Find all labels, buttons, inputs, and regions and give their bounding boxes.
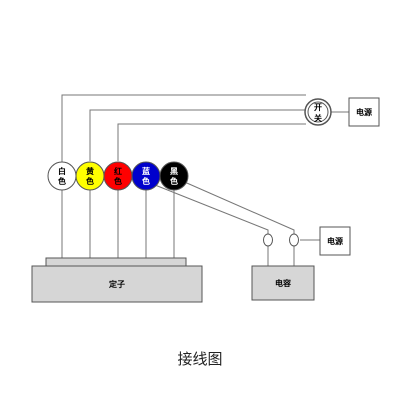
wire-label-red-2: 色 <box>114 176 122 186</box>
wire-lines <box>61 94 349 266</box>
wire-circle-black: 黑色 <box>159 161 189 191</box>
wire-label-white-2: 色 <box>58 176 66 186</box>
capacitor-label: 电容 <box>275 278 291 288</box>
power-box-bottom: 电源 <box>319 226 351 256</box>
wire-circle-white: 白色 <box>47 161 77 191</box>
stator-body <box>31 265 203 303</box>
capacitor-box: 电容 <box>251 265 315 301</box>
switch-label-1: 开 <box>314 103 322 112</box>
stator-top-plate <box>45 257 187 267</box>
wire-yellow-to-switch <box>89 109 306 161</box>
wire-circle-shape-black <box>159 161 189 191</box>
wire-red-to-switch <box>117 123 306 161</box>
wire-label-blue-2: 色 <box>142 176 150 186</box>
power-label-bottom: 电源 <box>327 236 343 246</box>
wire-label-black-1: 黑 <box>170 166 178 176</box>
wire-label-yellow-1: 黄 <box>86 166 94 176</box>
power-box-top: 电源 <box>348 97 380 127</box>
diagram-caption: 接线图 <box>177 350 222 368</box>
stator-label: 定子 <box>108 279 125 289</box>
wire-label-white-1: 白 <box>58 166 66 176</box>
wire-black-to-capacitor <box>179 179 295 234</box>
wire-circle-red: 红色 <box>103 161 133 191</box>
power-label-top: 电源 <box>356 107 372 117</box>
wire-circle-yellow: 黄色 <box>75 161 105 191</box>
switch: 开 关 <box>304 98 332 126</box>
wire-label-black-2: 色 <box>170 176 178 186</box>
wire-label-red-1: 红 <box>114 166 122 176</box>
switch-label-2: 关 <box>314 113 322 123</box>
wire-blue-to-capacitor <box>154 184 269 234</box>
wire-circle-blue: 蓝色 <box>131 161 161 191</box>
wire-white-to-switch <box>61 94 306 167</box>
stator: 定子 <box>31 257 203 303</box>
switch-inner-ring <box>307 101 329 123</box>
wire-label-yellow-2: 色 <box>86 176 94 186</box>
capacitor-terminal-right <box>289 233 299 247</box>
wire-label-blue-1: 蓝 <box>142 166 150 176</box>
capacitor-terminal-left <box>263 233 273 247</box>
